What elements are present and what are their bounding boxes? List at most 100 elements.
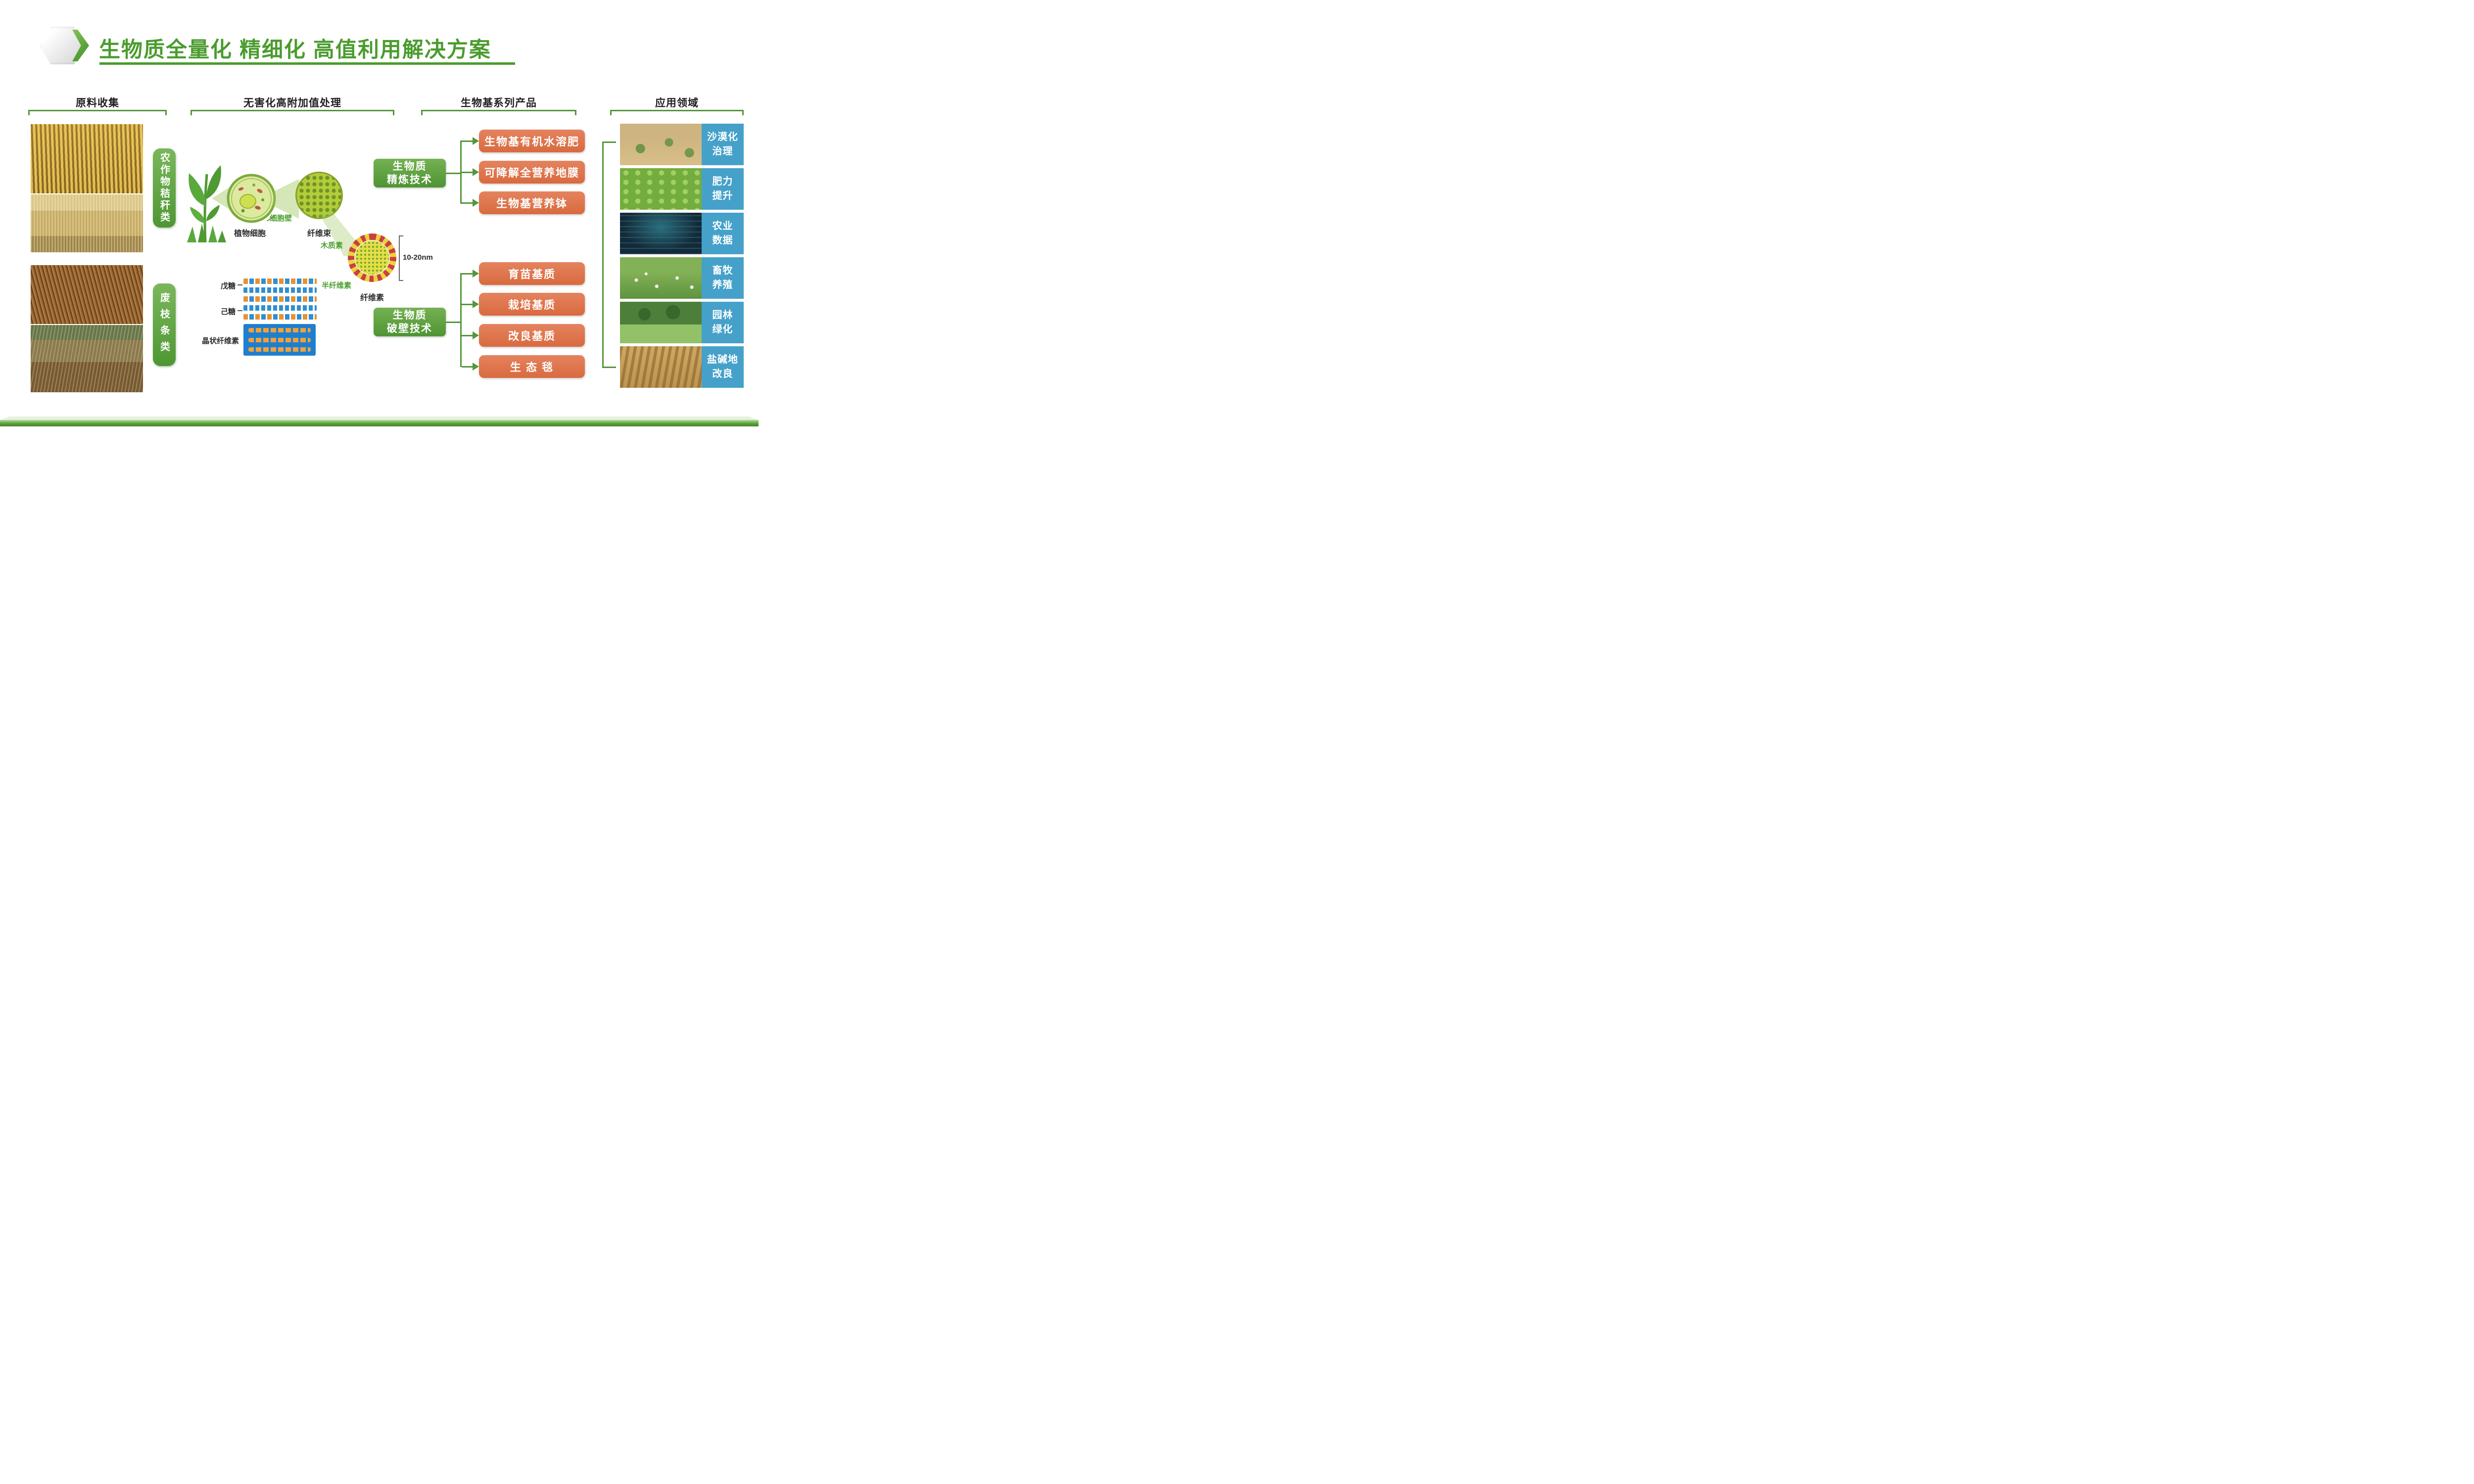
connector-arrow-line <box>462 273 473 275</box>
section-bracket <box>28 110 167 115</box>
app-label-line: 绿化 <box>712 324 733 335</box>
category-pill-label: 废枝条类 <box>158 292 170 358</box>
photo-corn-stalks <box>31 124 143 193</box>
sugar-row <box>243 314 317 320</box>
connector-arrow-line <box>462 202 473 204</box>
footer-ribbon <box>0 420 759 426</box>
photo-branch-pile <box>31 325 143 392</box>
app-photo-landscaping <box>620 302 702 343</box>
tech-box-wall-breaking: 生物质 破壁技术 <box>374 308 446 336</box>
app-photo-saline-soil <box>620 346 702 388</box>
app-label-line: 改良 <box>712 369 733 379</box>
connector-stub <box>446 173 460 174</box>
app-label-line: 数据 <box>712 235 733 246</box>
photo-waste-twigs <box>31 265 143 324</box>
section-header-processing: 无害化高附加值处理 <box>243 97 341 109</box>
app-photo-desertification <box>620 124 702 165</box>
connector-vline <box>460 140 462 204</box>
section-header-collection: 原料收集 <box>76 97 119 109</box>
label-pentose: 戊糖 <box>221 282 236 290</box>
scale-tick <box>399 280 403 281</box>
title-underline <box>99 62 515 65</box>
arrow-right-icon <box>473 300 479 308</box>
label-cell-wall: 细胞壁 <box>270 214 292 223</box>
section-header-products: 生物基系列产品 <box>461 97 537 109</box>
app-photo-livestock <box>620 257 702 299</box>
scale-line <box>399 235 400 281</box>
slide: 生物质全量化 精细化 高值利用解决方案 原料收集 无害化高附加值处理 生物基系列… <box>0 0 759 426</box>
page-title: 生物质全量化 精细化 高值利用解决方案 <box>99 38 491 62</box>
scale-tick <box>399 235 403 236</box>
arrow-right-icon <box>473 331 479 339</box>
section-bracket <box>421 110 576 115</box>
arrow-right-icon <box>473 137 479 145</box>
product-box-improvement-substrate: 改良基质 <box>479 324 585 347</box>
plant-cell-illustration <box>227 174 276 223</box>
cellulose-core <box>354 240 390 276</box>
cellulose-fiber-illustration <box>348 233 396 282</box>
app-label-saline-soil: 盐碱地 改良 <box>702 346 744 388</box>
applications-bracket-stub <box>602 141 616 143</box>
app-photo-agri-data <box>620 213 702 254</box>
label-fiber-bundle: 纤维束 <box>307 230 331 238</box>
connector-arrow-line <box>462 366 473 368</box>
crystalline-cellulose-image <box>243 324 316 356</box>
app-label-line: 肥力 <box>712 176 733 187</box>
hexose-leader-line <box>238 310 242 311</box>
section-header-applications: 应用领域 <box>655 97 699 109</box>
label-plant-cell: 植物细胞 <box>234 230 266 238</box>
sugar-row <box>243 296 317 302</box>
app-label-line: 养殖 <box>712 279 733 290</box>
tech-box-line: 生物质 <box>392 160 427 172</box>
photo-straw-bales <box>31 194 143 252</box>
app-label-livestock: 畜牧 养殖 <box>702 257 744 299</box>
footer-ribbon-light <box>0 417 759 420</box>
app-label-line: 盐碱地 <box>707 354 738 365</box>
connector-vline <box>460 273 462 367</box>
label-lignin: 木质素 <box>321 241 343 250</box>
product-box-degradable-mulch-film: 可降解全营养地膜 <box>479 161 585 184</box>
pentose-row <box>243 278 317 284</box>
pentose-leader-line <box>238 284 242 285</box>
category-pill-label: 农作物秸秆类 <box>158 152 170 224</box>
arrow-right-icon <box>473 363 479 371</box>
scale-value: 10-20nm <box>403 253 433 262</box>
sugar-chain-rows <box>243 278 317 323</box>
tech-box-line: 精炼技术 <box>387 174 432 186</box>
applications-bracket-stub <box>602 367 616 368</box>
app-label-landscaping: 园林 绿化 <box>702 302 744 343</box>
arrow-right-icon <box>473 199 479 207</box>
app-label-line: 农业 <box>712 221 733 232</box>
tech-box-line: 破壁技术 <box>387 323 432 334</box>
label-cellulose: 纤维素 <box>360 294 384 302</box>
product-box-cultivation-substrate: 栽培基质 <box>479 293 585 316</box>
product-box-seedling-substrate: 育苗基质 <box>479 262 585 285</box>
cellulose-chain <box>248 347 311 352</box>
label-hemicellulose: 半纤维素 <box>322 281 352 290</box>
applications-bracket-vline <box>602 141 604 368</box>
cellulose-chain <box>248 337 311 342</box>
app-label-agri-data: 农业 数据 <box>702 213 744 254</box>
label-hexose: 己糖 <box>221 308 236 316</box>
app-label-line: 沙漠化 <box>707 132 738 142</box>
connector-arrow-line <box>462 172 473 173</box>
label-crystalline-cellulose: 晶状纤维素 <box>202 337 239 345</box>
connector-arrow-line <box>462 304 473 305</box>
product-box-eco-blanket: 生 态 毯 <box>479 355 585 378</box>
section-bracket <box>610 110 744 115</box>
section-bracket <box>190 110 394 115</box>
connector-arrow-line <box>462 335 473 336</box>
app-label-line: 园林 <box>712 310 733 321</box>
product-box-nutrient-bowl: 生物基营养钵 <box>479 191 585 214</box>
fiber-bundle-illustration <box>295 172 343 219</box>
app-label-line: 提升 <box>712 190 733 201</box>
app-label-fertility: 肥力 提升 <box>702 168 744 210</box>
product-box-water-soluble-fertilizer: 生物基有机水溶肥 <box>479 130 585 152</box>
hexose-row <box>243 305 317 311</box>
plant-illustration <box>187 165 226 243</box>
arrow-right-icon <box>473 270 479 278</box>
tech-box-line: 生物质 <box>392 309 427 321</box>
app-label-line: 治理 <box>712 146 733 157</box>
tech-box-refining: 生物质 精炼技术 <box>374 159 446 187</box>
sugar-row <box>243 287 317 293</box>
